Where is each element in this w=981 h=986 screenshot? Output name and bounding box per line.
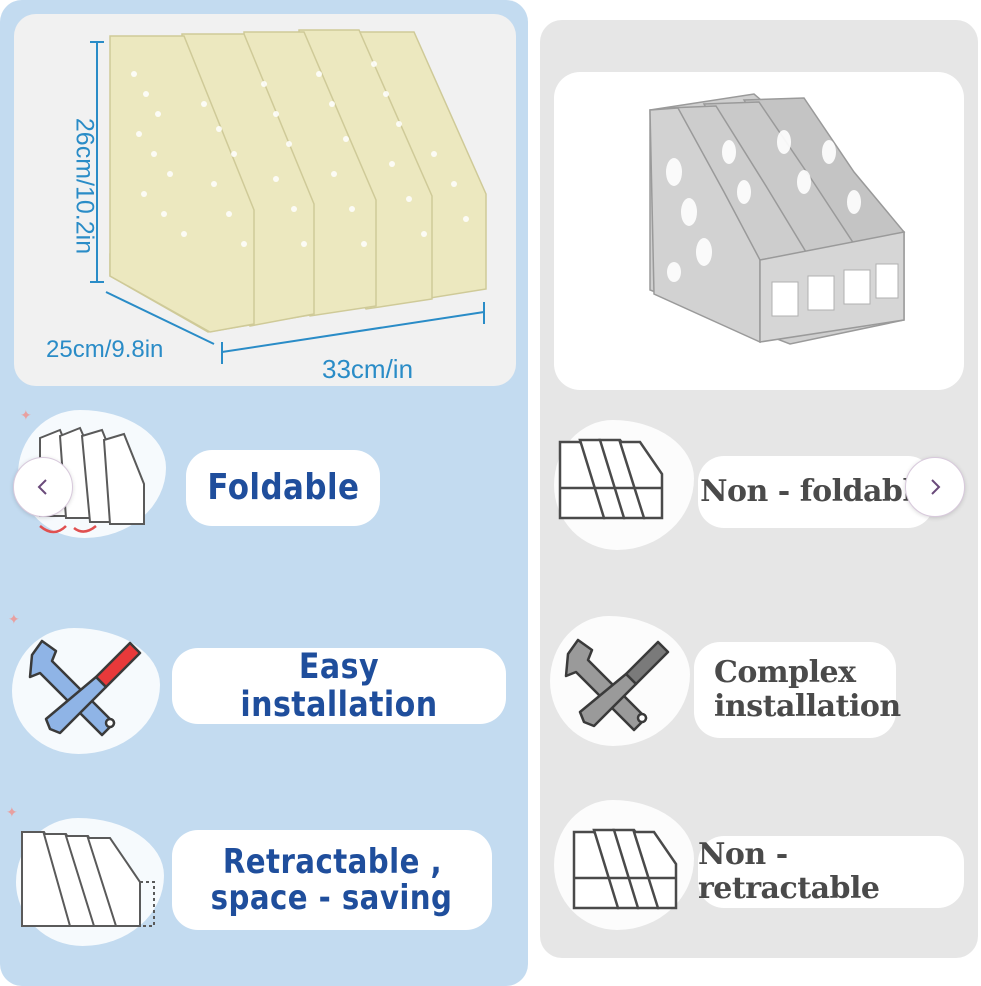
feature-label: Non - retractable bbox=[698, 837, 880, 906]
chevron-left-icon bbox=[37, 479, 47, 495]
feature-pill-non-retractable: Non - retractable bbox=[698, 836, 964, 908]
feature-pill-complex-installation: Complex installation bbox=[694, 642, 901, 738]
wrench-screwdriver-icon bbox=[564, 638, 670, 732]
depth-dimension-label: 25cm/9.8in bbox=[46, 336, 164, 363]
retractable-organizer-icon bbox=[21, 831, 155, 927]
right-comparison-panel: Non - foldable Complex installation Non … bbox=[540, 20, 978, 958]
sparkle-decoration: ✦ bbox=[20, 408, 32, 424]
height-dimension-label: 26cm/10.2in bbox=[70, 117, 99, 255]
chevron-right-icon bbox=[931, 479, 941, 495]
feature-label-line-1: Complex bbox=[714, 655, 856, 690]
feature-label-line-2: installation bbox=[714, 689, 901, 724]
width-dimension-label: 33cm/in bbox=[322, 354, 414, 384]
sparkle-decoration: ✦ bbox=[8, 612, 20, 628]
feature-pill-easy-installation: Easy installation bbox=[172, 648, 506, 724]
carousel-prev-button[interactable] bbox=[13, 457, 73, 517]
fixed-organizer-icon bbox=[558, 438, 664, 520]
feature-label: Foldable bbox=[206, 467, 360, 508]
wrench-screwdriver-icon bbox=[28, 639, 142, 737]
feature-pill-non-foldable: Non - foldable bbox=[698, 456, 934, 528]
feature-pill-retractable: Retractable , space - saving bbox=[172, 830, 492, 930]
feature-label: Easy installation bbox=[240, 647, 438, 725]
carousel-next-button[interactable] bbox=[905, 457, 965, 517]
product-photo-foldable: 26cm/10.2in 25cm/9.8in 33cm/in bbox=[14, 14, 516, 386]
feature-pill-foldable: Foldable bbox=[186, 450, 380, 526]
left-comparison-panel: 26cm/10.2in 25cm/9.8in 33cm/in ✦ Foldabl… bbox=[0, 0, 528, 986]
sparkle-decoration: ✦ bbox=[6, 805, 18, 821]
feature-label: Non - foldable bbox=[700, 474, 932, 509]
feature-label-line-1: Retractable , bbox=[222, 842, 442, 882]
feature-label-line-2: space - saving bbox=[211, 878, 453, 918]
gray-file-organizer-image bbox=[649, 93, 906, 345]
product-photo-fixed bbox=[554, 72, 964, 390]
yellow-file-organizer-image bbox=[90, 29, 487, 364]
fixed-organizer-icon bbox=[572, 828, 678, 910]
